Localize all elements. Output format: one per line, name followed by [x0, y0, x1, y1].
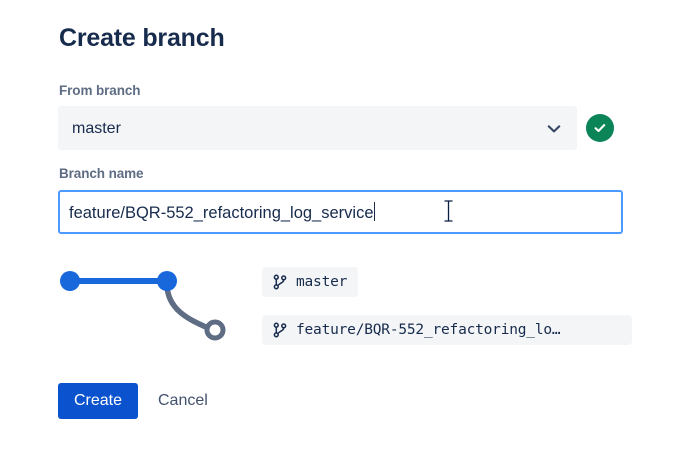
branch-chip-feature-text: feature/BQR-552_refactoring_lo… — [296, 322, 561, 338]
from-branch-value: master — [72, 120, 121, 137]
branch-icon — [272, 322, 288, 338]
text-caret — [373, 202, 376, 221]
branch-name-input[interactable]: feature/BQR-552_refactoring_log_service — [58, 190, 623, 234]
branch-name-label: Branch name — [59, 166, 144, 181]
from-branch-select[interactable]: master — [58, 106, 577, 150]
branch-chip-master: master — [262, 267, 359, 297]
branch-icon — [272, 274, 288, 290]
from-branch-label: From branch — [59, 83, 141, 98]
page-title: Create branch — [59, 24, 225, 52]
cancel-button[interactable]: Cancel — [150, 383, 216, 419]
chevron-down-icon[interactable] — [545, 120, 563, 138]
branch-chip-feature: feature/BQR-552_refactoring_lo… — [262, 315, 632, 345]
branch-name-value: feature/BQR-552_refactoring_log_service — [69, 202, 376, 222]
check-circle-icon — [586, 114, 614, 142]
branch-chip-master-text: master — [296, 274, 348, 290]
branch-graph — [50, 258, 250, 353]
create-button[interactable]: Create — [58, 383, 139, 419]
i-beam-cursor — [443, 200, 454, 222]
